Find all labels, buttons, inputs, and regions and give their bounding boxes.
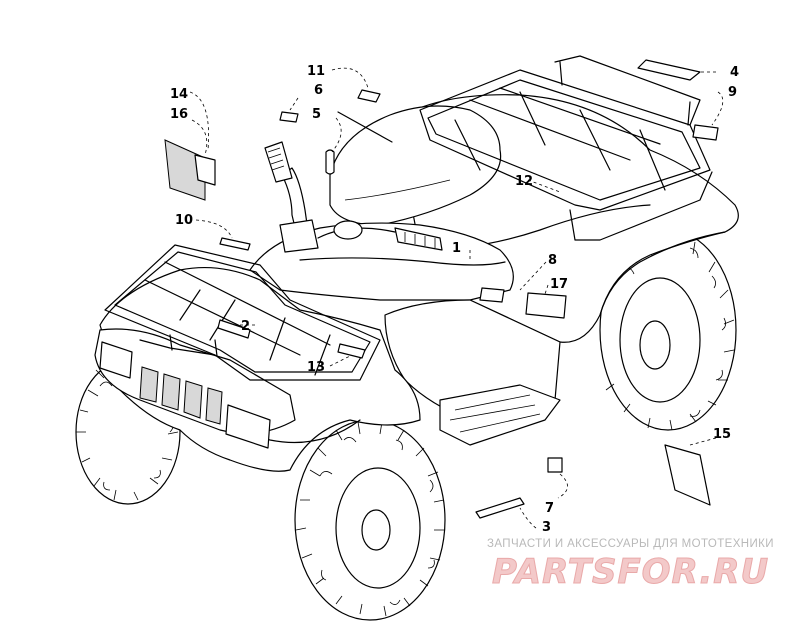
callout-7: 7 — [545, 501, 554, 516]
watermark-tagline: ЗАПЧАСТИ И АКСЕССУАРЫ ДЛЯ МОТОТЕХНИКИ — [487, 538, 774, 550]
grille — [139, 366, 223, 425]
decal-8 — [479, 287, 505, 303]
decal-2 — [217, 319, 251, 339]
decal-4 — [637, 59, 701, 81]
callout-12: 12 — [515, 174, 533, 189]
leader-lines — [189, 67, 724, 529]
watermark-logo: PARTSFOR.RU — [491, 552, 770, 593]
decal-7 — [547, 457, 563, 473]
callout-6: 6 — [314, 83, 323, 98]
decal-9 — [692, 124, 719, 141]
callouts: 1 2 3 4 5 6 7 8 9 10 11 12 13 14 15 16 1… — [170, 64, 739, 535]
callout-15: 15 — [713, 427, 731, 442]
decals — [164, 59, 719, 519]
decal-17 — [525, 292, 567, 319]
callout-5: 5 — [312, 107, 321, 122]
callout-16: 16 — [170, 107, 188, 122]
decal-15 — [664, 444, 711, 506]
decal-6 — [279, 111, 299, 123]
decal-13 — [337, 343, 366, 359]
callout-10: 10 — [175, 213, 193, 228]
front-right-wheel — [294, 419, 446, 621]
callout-14: 14 — [170, 87, 188, 102]
callout-1: 1 — [452, 241, 461, 256]
callout-13: 13 — [307, 360, 325, 375]
atv-body — [94, 94, 739, 472]
callout-4: 4 — [730, 65, 739, 80]
decal-5 — [325, 149, 335, 175]
callout-8: 8 — [548, 253, 557, 268]
decal-16 — [194, 154, 216, 186]
headlights — [99, 341, 271, 449]
decal-3 — [475, 497, 525, 519]
front-rack — [104, 244, 381, 381]
decal-11 — [357, 89, 381, 103]
callout-3: 3 — [542, 520, 551, 535]
callout-9: 9 — [728, 85, 737, 100]
callout-2: 2 — [241, 319, 250, 334]
callout-17: 17 — [550, 277, 568, 292]
callout-11: 11 — [307, 64, 325, 79]
decal-10 — [219, 237, 251, 251]
rear-rack — [419, 55, 713, 241]
